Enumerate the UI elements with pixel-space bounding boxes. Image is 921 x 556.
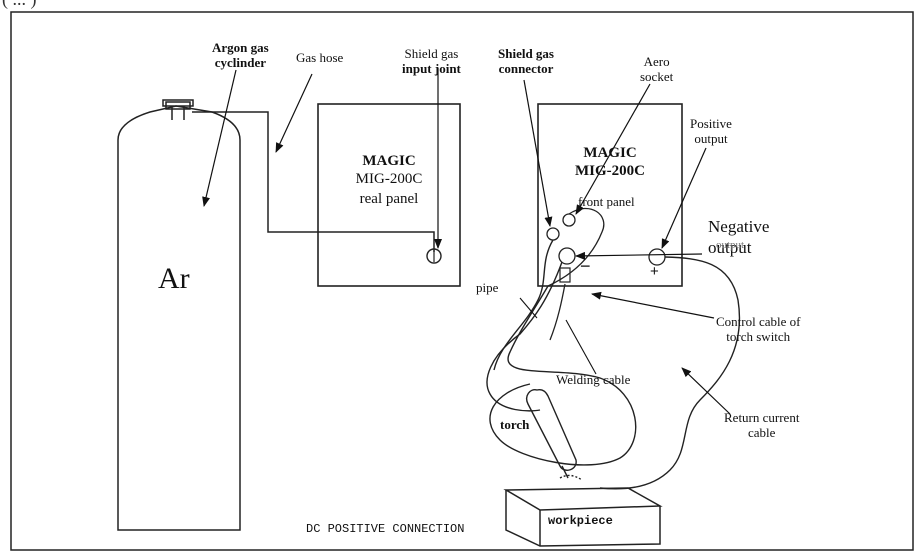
argon-gas-cylinder xyxy=(117,99,241,531)
welding-cable-pointer xyxy=(565,319,597,375)
label-workpiece: workpiece xyxy=(548,514,613,528)
rear-panel-box xyxy=(317,103,461,287)
rear-panel-brand: MAGIC xyxy=(362,153,416,169)
gas-hose xyxy=(192,111,435,252)
front-panel-name: front panel xyxy=(578,194,635,209)
pipe-pointer xyxy=(519,297,538,319)
front-panel-model: MIG-200C xyxy=(575,163,645,179)
aero-cable xyxy=(547,208,605,287)
shield-gas-connector-port xyxy=(546,227,560,241)
arrow-control-cable xyxy=(591,291,715,319)
control-cable xyxy=(549,283,566,341)
label-control-cable: Control cable of torch switch xyxy=(716,314,801,344)
rear-panel-model: MIG-200C xyxy=(355,171,423,187)
arrow-negative-output xyxy=(575,251,703,260)
cylinder-gas-label: Ar xyxy=(158,262,190,295)
arrow-shield-gas-connector xyxy=(523,79,553,227)
workpiece-block xyxy=(503,487,663,547)
label-torch: torch xyxy=(500,417,530,432)
arrow-argon-cylinder xyxy=(202,69,237,207)
welding-cable-outer xyxy=(486,261,563,412)
label-welding-cable: Welding cable xyxy=(556,372,631,387)
shield-gas-input-joint xyxy=(426,248,442,264)
aero-socket-port xyxy=(562,213,576,227)
control-socket xyxy=(559,267,571,283)
arrow-positive-output xyxy=(661,147,707,249)
corner-text: ( ... ) xyxy=(2,0,37,8)
negative-output-port xyxy=(558,247,576,265)
plus-symbol: + xyxy=(650,263,659,280)
front-panel-box xyxy=(537,103,683,287)
arrow-return-current xyxy=(681,367,731,415)
return-current-cable xyxy=(599,256,741,490)
arrow-aero-socket xyxy=(575,83,651,215)
label-positive-output: Positive output xyxy=(690,116,732,146)
label-negative-output-overprint: output xyxy=(716,239,745,251)
label-pipe: pipe xyxy=(476,280,499,295)
label-negative-output: Negative output xyxy=(708,217,770,257)
rear-panel-name: real panel xyxy=(359,191,419,207)
label-argon-gas-cylinder: Argon gas cyclinder xyxy=(212,40,269,70)
diagram-frame xyxy=(10,11,914,551)
minus-symbol: − xyxy=(580,256,591,276)
label-return-current-cable: Return current cable xyxy=(724,410,800,440)
shield-gas-pipe xyxy=(493,239,554,371)
label-aero-socket: Aero socket xyxy=(640,54,674,84)
label-shield-gas-connector: Shield gas connector xyxy=(498,46,554,76)
arrow-gas-hose xyxy=(275,73,313,153)
welding-cable xyxy=(489,285,637,466)
diagram-caption: DC POSITIVE CONNECTION xyxy=(306,522,465,536)
front-panel-brand: MAGIC xyxy=(583,145,637,161)
label-shield-gas-input-joint: Shield gas input joint xyxy=(402,46,461,76)
welding-torch xyxy=(526,388,583,481)
label-gas-hose: Gas hose xyxy=(296,50,344,65)
